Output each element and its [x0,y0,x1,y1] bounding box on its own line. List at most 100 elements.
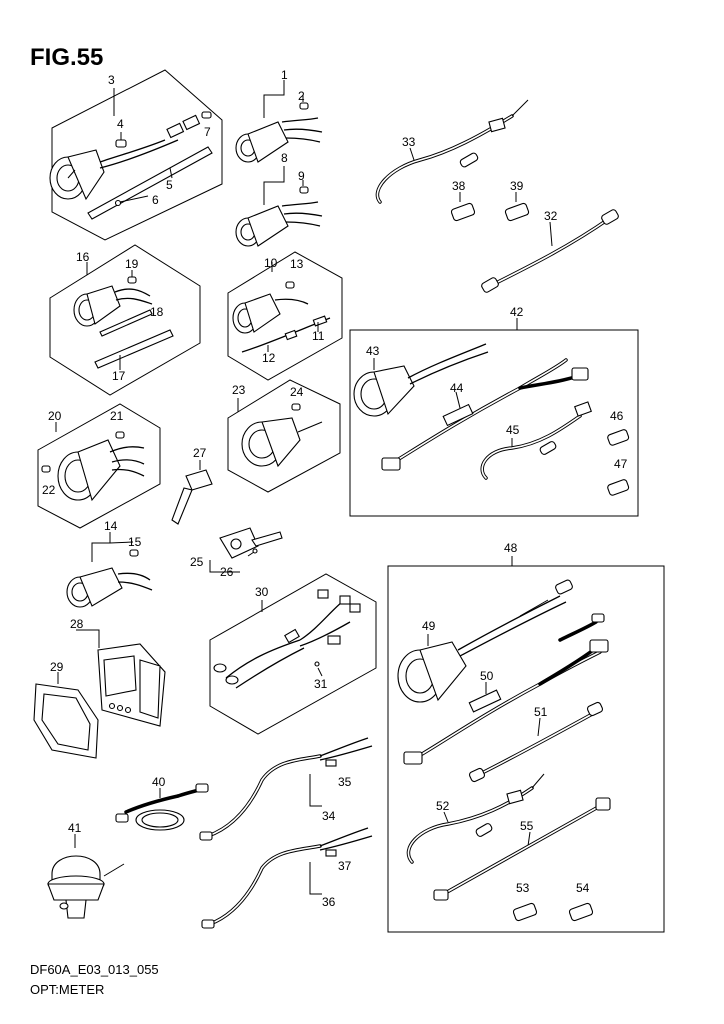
group-20-gauge-kit [37,403,161,529]
callout-35: 35 [338,775,352,789]
callout-12: 12 [262,351,276,365]
part-36-harness[interactable] [201,827,373,929]
part-35-connector[interactable] [325,759,337,767]
callout-33: 33 [402,135,416,149]
callout-9: 9 [298,169,305,183]
callout-25: 25 [190,555,204,569]
group-10-gauge-kit [227,251,343,381]
part-37-connector[interactable] [325,849,337,857]
callout-45: 45 [506,423,520,437]
cap[interactable] [607,429,630,446]
callout-36: 36 [322,895,336,909]
callout-46: 46 [610,409,624,423]
pin[interactable] [99,309,153,337]
group-16-gauge-kit [49,244,201,396]
callout-48: 48 [504,541,518,555]
callout-23: 23 [232,383,246,397]
callout-38: 38 [452,179,466,193]
callout-49: 49 [422,619,436,633]
callout-40: 40 [152,775,166,789]
callout-3: 3 [108,73,115,87]
bulb[interactable] [127,276,137,284]
part-41-sensor[interactable] [47,834,125,919]
callout-17: 17 [112,369,126,383]
group-3-tachometer-kit [49,69,223,241]
callout-5: 5 [166,178,173,192]
group-8-gauge [235,166,323,247]
part-38-cap[interactable] [450,192,476,222]
callout-29: 29 [50,660,64,674]
callout-21: 21 [110,409,124,423]
bulb[interactable] [299,102,309,110]
group-23-gauge-kit [227,379,341,493]
callout-26: 26 [220,565,234,579]
part-29-cover[interactable] [33,672,99,759]
part-33-cable[interactable] [375,99,529,204]
cap[interactable] [512,902,538,922]
sleeve[interactable] [94,329,174,369]
part-28-display[interactable] [76,629,166,727]
callout-7: 7 [204,125,211,139]
callout-2: 2 [298,89,305,103]
bulb[interactable] [285,281,295,289]
cap[interactable] [568,902,594,922]
group-14-gauge [66,532,153,608]
part-34-harness[interactable] [199,737,373,841]
callout-27: 27 [193,446,207,460]
callout-4: 4 [117,117,124,131]
callout-18: 18 [150,305,164,319]
callout-31: 31 [314,677,328,691]
callout-42: 42 [510,305,524,319]
callout-14: 14 [104,519,118,533]
callout-20: 20 [48,409,62,423]
figure-title: FIG.55 [30,44,104,71]
callout-10: 10 [264,256,278,270]
part-25-bracket[interactable] [219,527,283,559]
callout-28: 28 [70,617,84,631]
callout-11: 11 [312,329,325,343]
bulb[interactable] [201,111,212,119]
callout-30: 30 [255,585,269,599]
part-39-cap[interactable] [504,192,530,222]
callout-22: 22 [42,483,56,497]
group-48-gauge-kit [387,556,665,933]
callout-50: 50 [480,669,494,683]
callout-54: 54 [576,881,590,895]
callout-24: 24 [290,385,304,399]
callout-13: 13 [290,257,304,271]
callout-34: 34 [322,809,336,823]
sleeve[interactable] [87,146,213,220]
diagram-subtitle: OPT:METER [30,982,105,997]
bulb[interactable] [299,186,309,194]
bulb[interactable] [129,549,139,557]
callout-43: 43 [366,344,380,358]
diagram-code: DF60A_E03_013_055 [30,962,159,977]
callout-19: 19 [125,257,139,271]
callout-52: 52 [436,799,450,813]
bulb[interactable] [291,403,301,411]
callout-15: 15 [128,535,142,549]
group-1-gauge [235,80,323,163]
callout-8: 8 [281,151,288,165]
bulb[interactable] [115,139,127,148]
part-40-cable[interactable] [115,783,209,831]
callout-39: 39 [510,179,524,193]
callout-1: 1 [281,68,288,82]
callout-55: 55 [520,819,534,833]
group-30-harness [209,573,377,735]
part-32-cable[interactable] [481,209,620,294]
callout-41: 41 [68,821,82,835]
part-27-sender[interactable] [171,460,213,525]
bulb[interactable] [115,431,125,439]
callout-32: 32 [544,209,558,223]
callout-16: 16 [76,250,90,264]
bulb[interactable] [41,465,51,473]
group-42-gauge-kit [349,318,639,517]
cap[interactable] [607,479,630,496]
callout-47: 47 [614,457,628,471]
callout-51: 51 [534,705,548,719]
callout-53: 53 [516,881,530,895]
callout-6: 6 [152,193,159,207]
part-26-screw[interactable] [247,548,258,557]
